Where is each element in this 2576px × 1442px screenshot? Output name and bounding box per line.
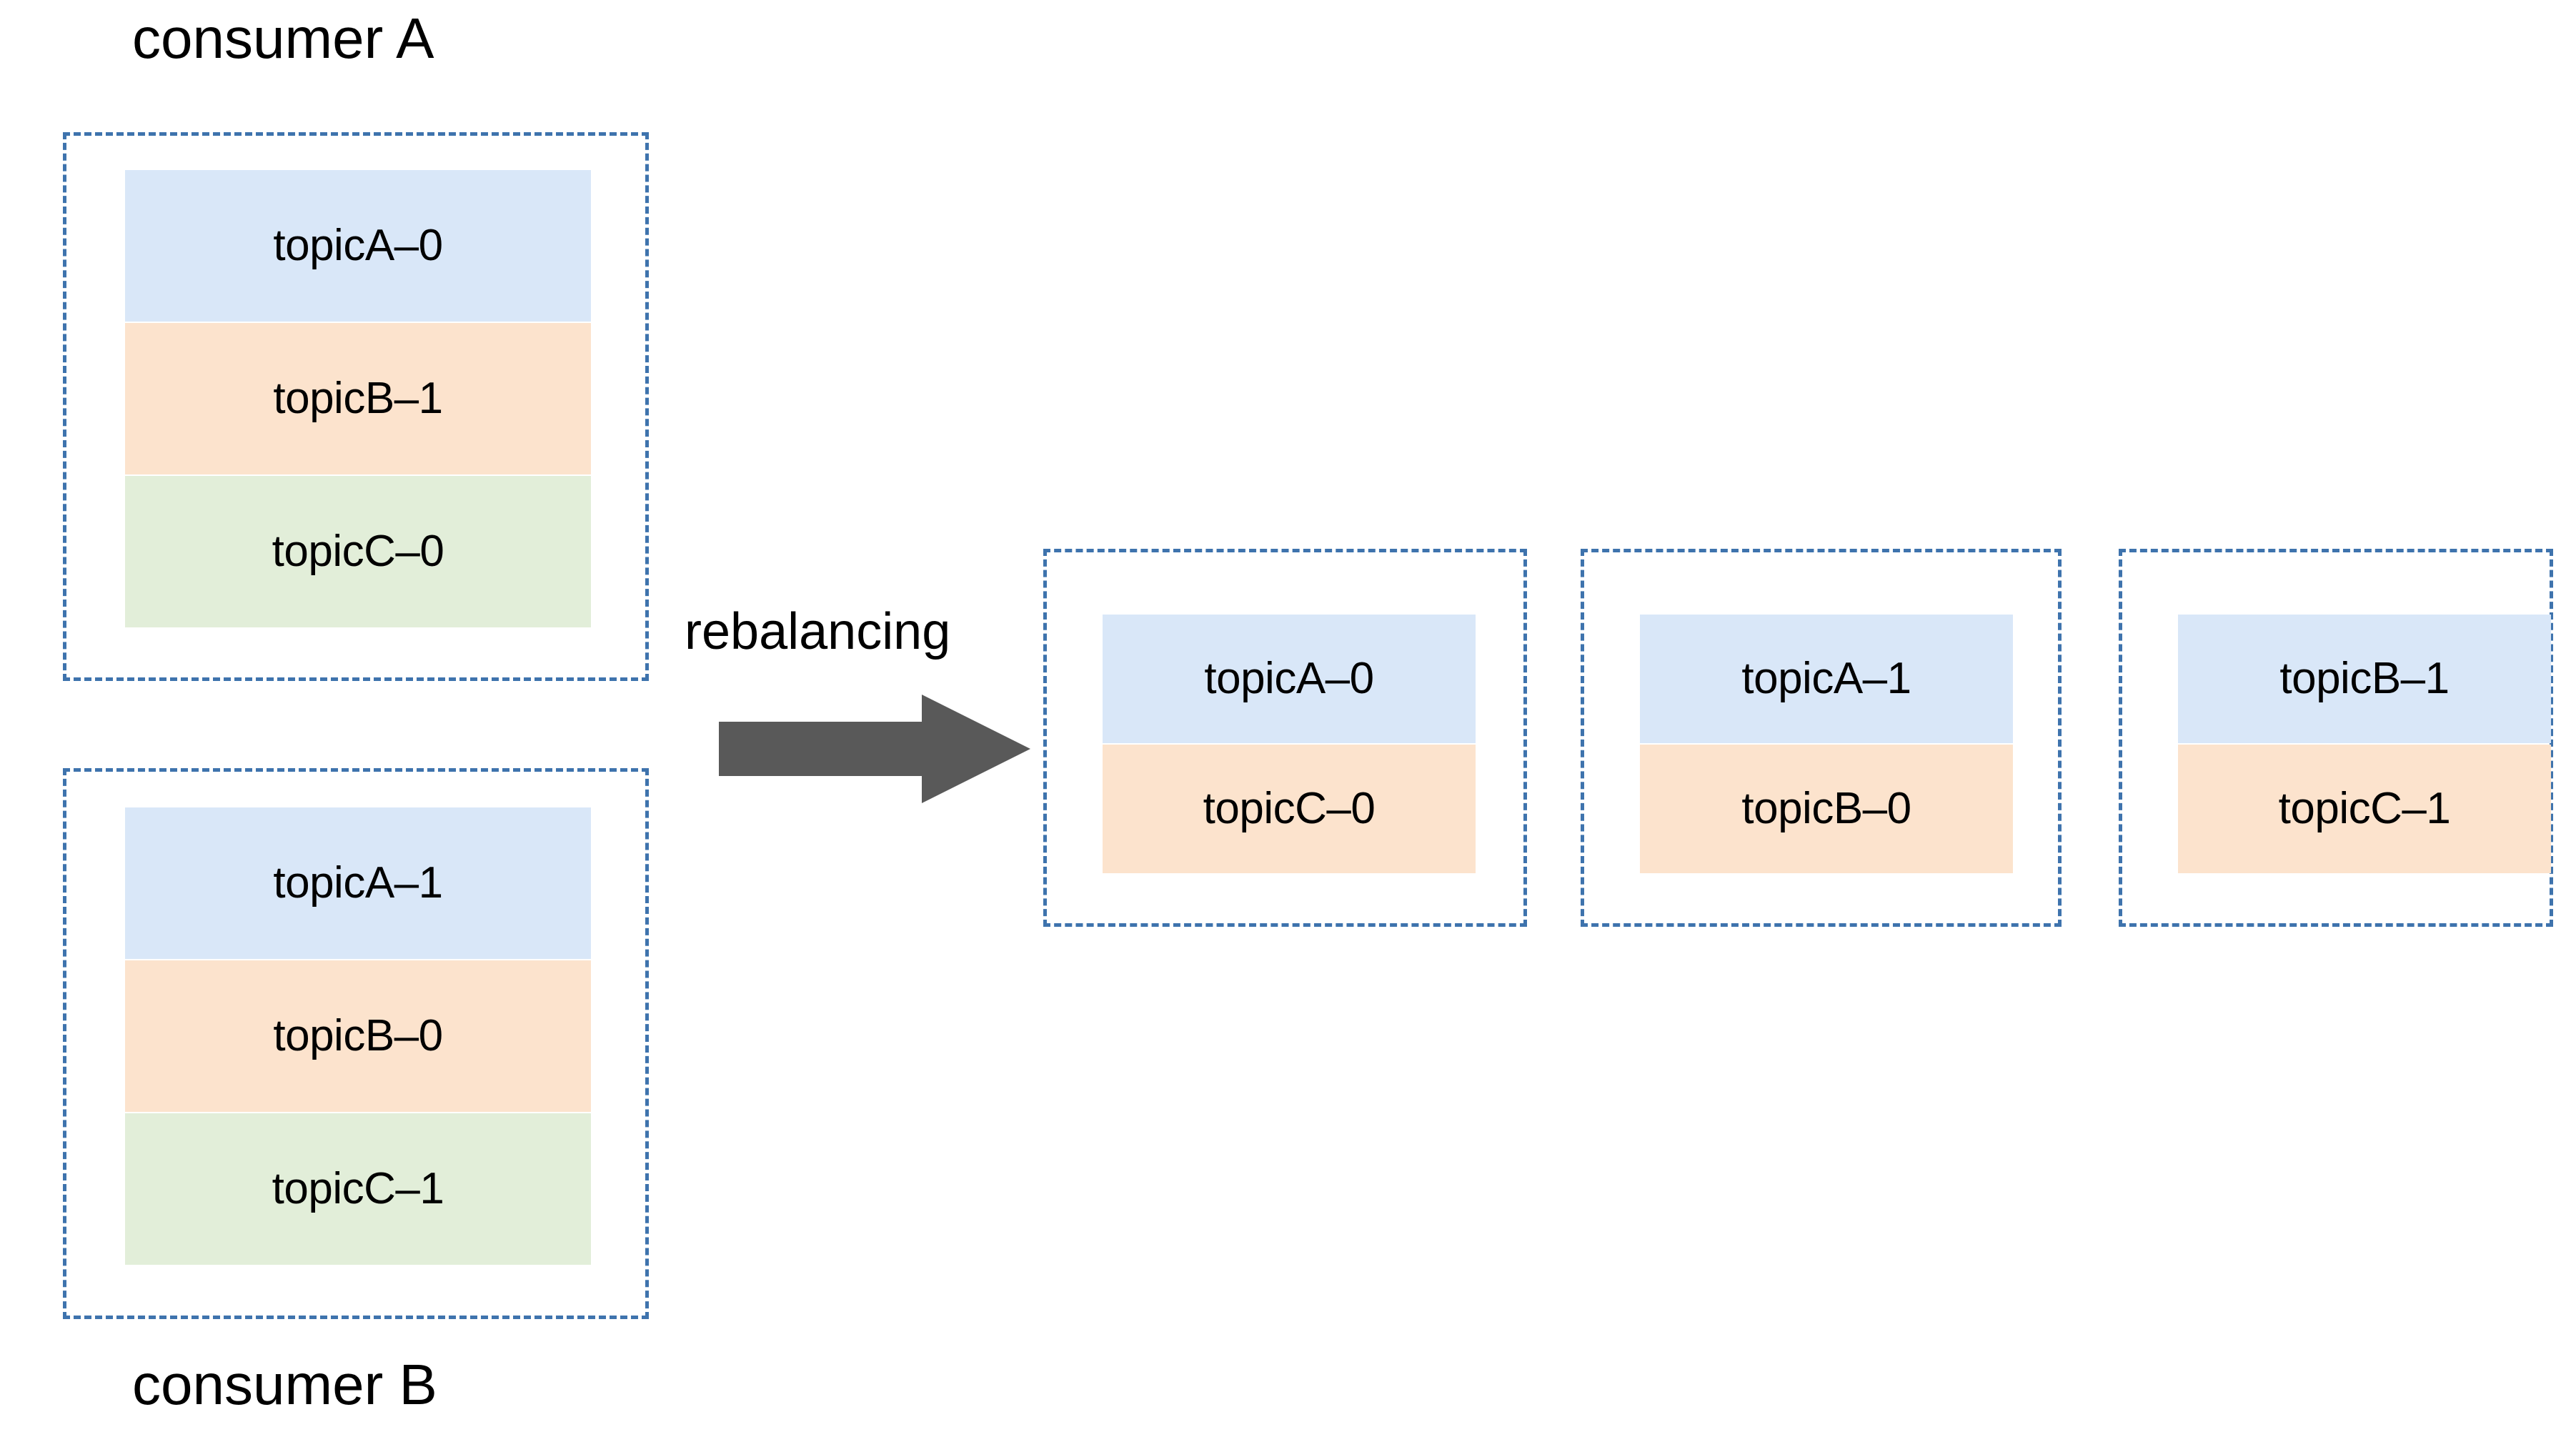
consumer-b-label: consumer B <box>132 1353 437 1416</box>
rebalancing-label: rebalancing <box>685 603 951 660</box>
partition-chip: topicB–0 <box>1640 745 2013 873</box>
consumer-a-label: consumer A <box>132 6 434 70</box>
partition-chip: topicC–0 <box>125 476 591 627</box>
partition-chip: topicC–0 <box>1103 745 1476 873</box>
partition-chip: topicC–1 <box>125 1113 591 1265</box>
rebalanced-consumer-box-2: topicA–1 topicB–0 <box>1581 549 2062 927</box>
partition-chip: topicB–1 <box>2178 615 2551 743</box>
partition-chip: topicB–0 <box>125 960 591 1112</box>
partition-chip: topicA–1 <box>1640 615 2013 743</box>
partition-chip: topicA–0 <box>1103 615 1476 743</box>
consumer-b-box: topicA–1 topicB–0 topicC–1 <box>63 768 649 1319</box>
rebalancing-arrow-icon <box>719 695 1030 803</box>
partition-chip: topicB–1 <box>125 323 591 474</box>
consumer-a-box: topicA–0 topicB–1 topicC–0 <box>63 132 649 681</box>
rebalanced-consumer-box-1: topicA–0 topicC–0 <box>1043 549 1527 927</box>
rebalanced-consumer-box-3: topicB–1 topicC–1 <box>2119 549 2553 927</box>
partition-chip: topicC–1 <box>2178 745 2551 873</box>
partition-chip: topicA–0 <box>125 170 591 322</box>
partition-chip: topicA–1 <box>125 807 591 959</box>
